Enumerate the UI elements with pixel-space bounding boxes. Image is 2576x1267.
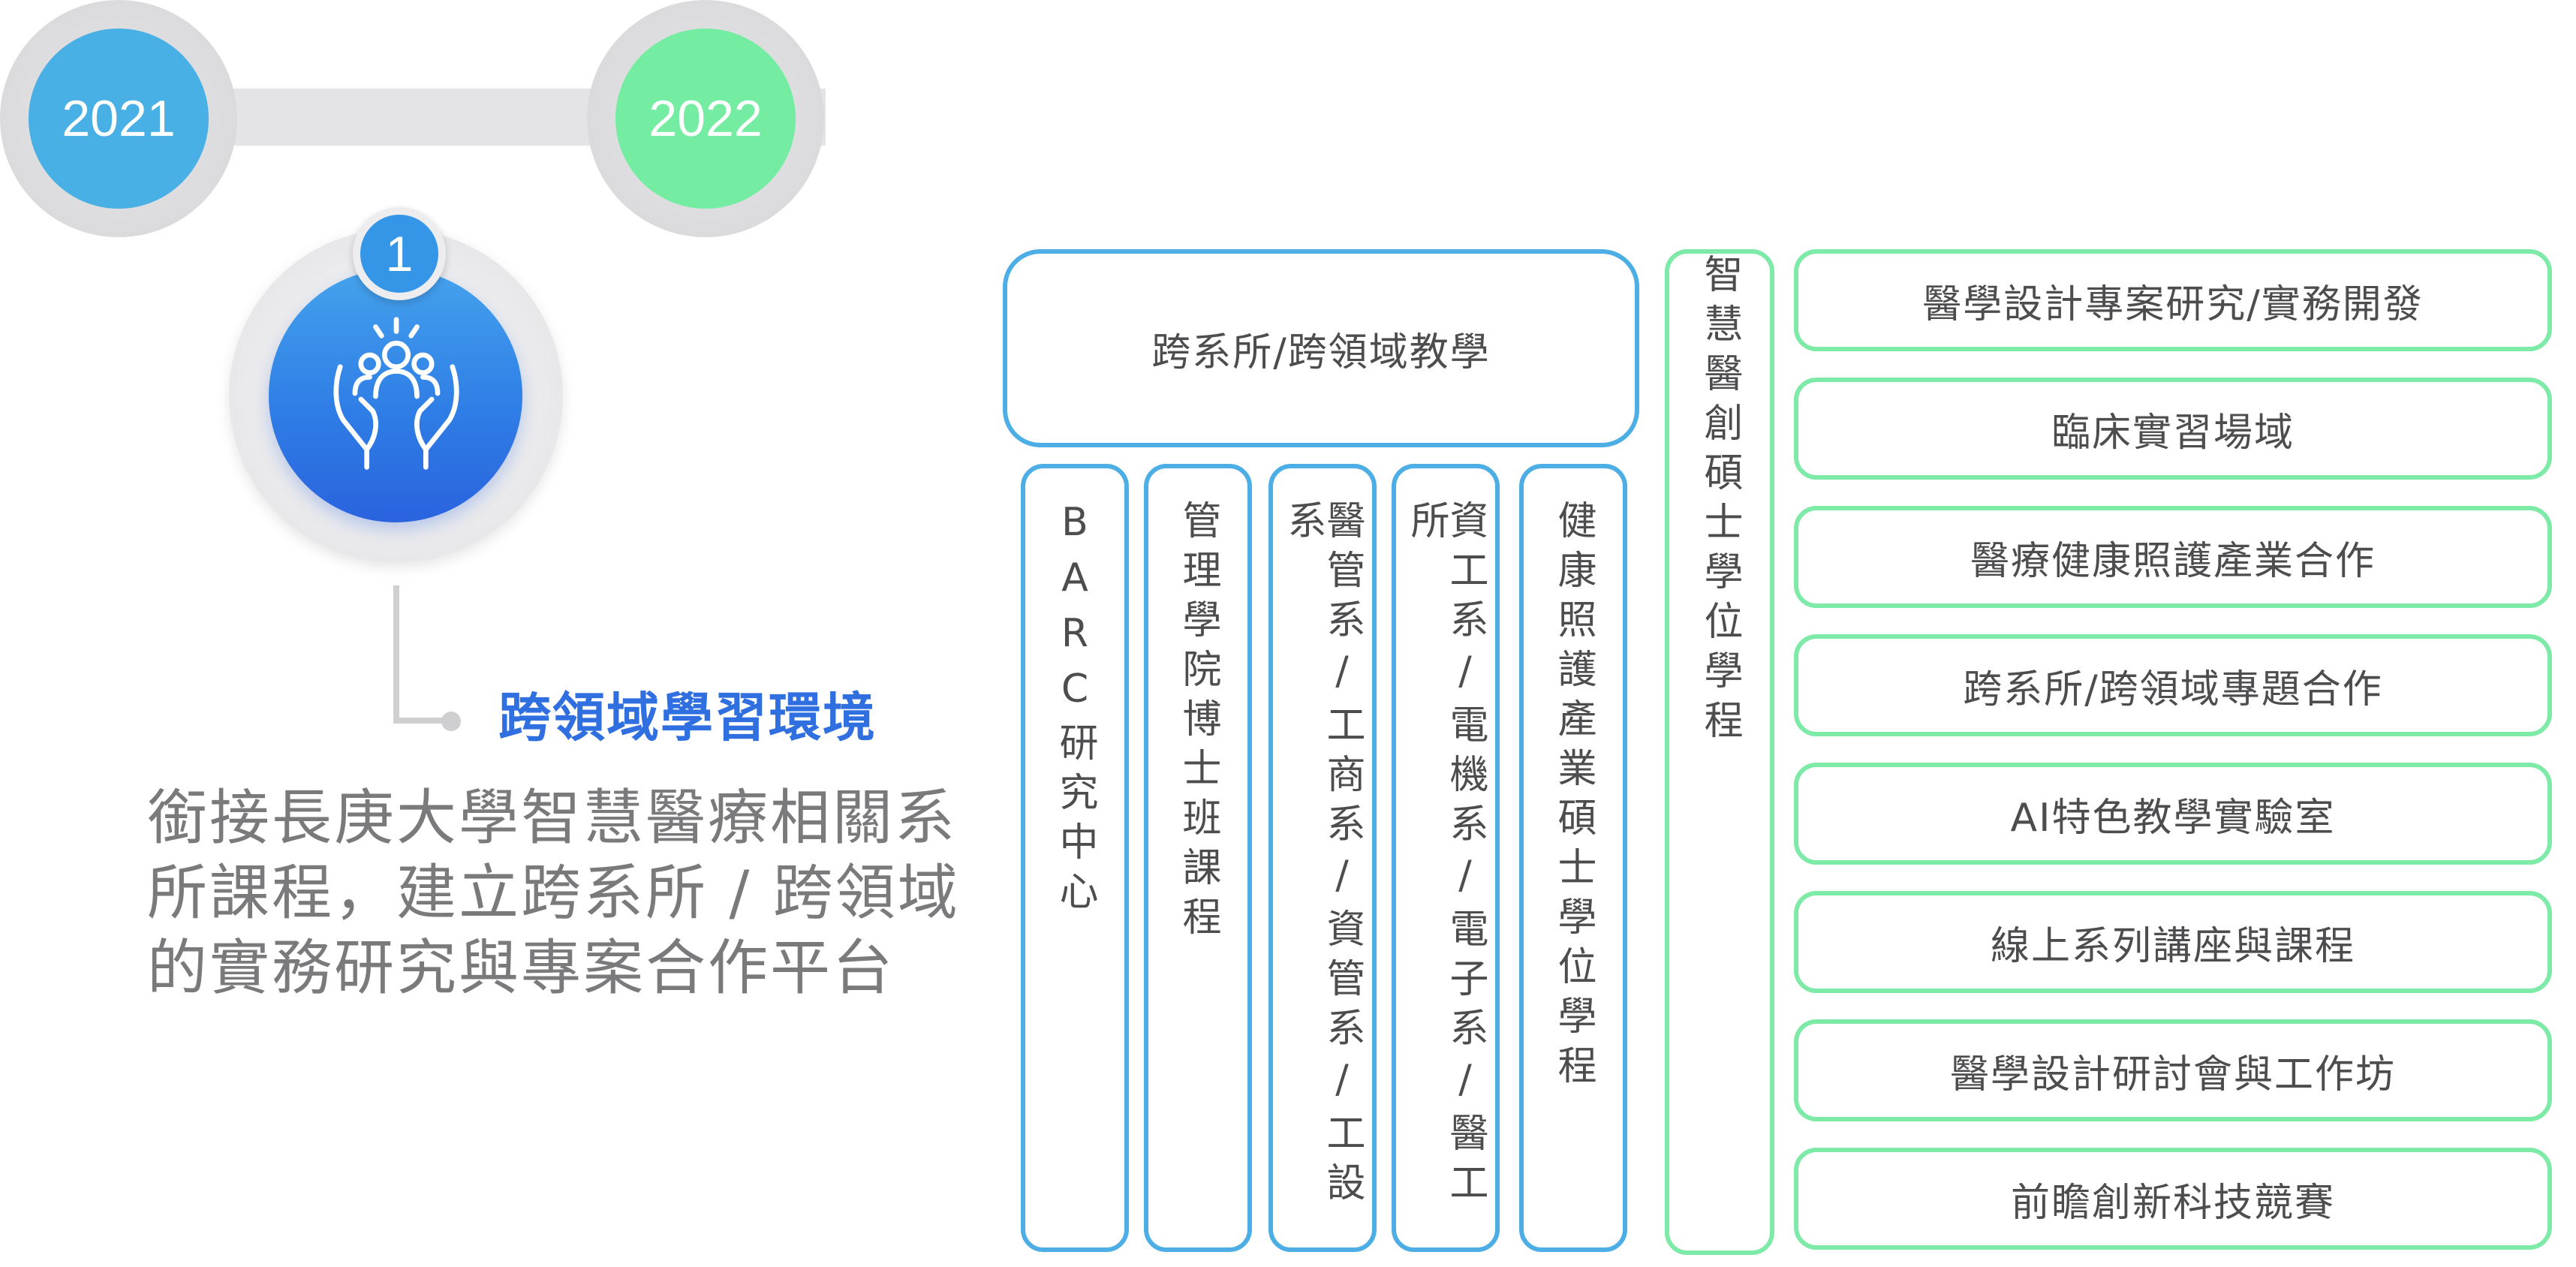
outcome-box: 跨系所/跨領域專題合作: [1794, 634, 2552, 736]
degree-program-column: 智慧醫創碩士學位學程: [1665, 249, 1774, 1255]
outcome-box: 醫療健康照護產業合作: [1794, 506, 2552, 608]
hands-holding-people-icon: [333, 317, 459, 470]
outcome-label: 跨系所/跨領域專題合作: [1963, 667, 2383, 712]
outcome-label: 醫療健康照護產業合作: [1970, 538, 2376, 584]
connector-line: [393, 718, 446, 724]
unit-column-barc: BARC研究中心: [1021, 464, 1129, 1252]
unit-column-management-depts: 醫管系/工商系/資管系/工設系: [1268, 464, 1377, 1252]
outcome-box: 醫學設計專案研究/實務開發: [1794, 249, 2552, 351]
outcome-box: 前瞻創新科技競賽: [1794, 1148, 2552, 1250]
year-badge-2021[interactable]: 2021: [29, 29, 209, 209]
step-number-badge: 1: [353, 207, 446, 300]
outcome-label: 前瞻創新科技競賽: [2010, 1180, 2335, 1226]
cross-discipline-teaching-box: 跨系所/跨領域教學: [1003, 249, 1639, 447]
outcome-label: 醫學設計專案研究/實務開發: [1922, 281, 2424, 327]
column-label: 資工系/電機系/電子系/醫工所: [1404, 500, 1488, 1211]
step-description: 銜接長庚大學智慧醫療相關系所課程，建立跨系所 / 跨領域的實務研究與專案合作平台: [147, 783, 960, 1003]
column-label: BARC研究中心: [1052, 500, 1097, 920]
outcome-box: 醫學設計研討會與工作坊: [1794, 1019, 2552, 1121]
outcome-box: AI特色教學實驗室: [1794, 763, 2552, 865]
outcome-box: 臨床實習場域: [1794, 378, 2552, 480]
year-ring-2021: 2021: [0, 0, 237, 237]
unit-column-engineering-depts: 資工系/電機系/電子系/醫工所: [1392, 464, 1500, 1252]
outcome-box: 線上系列講座與課程: [1794, 891, 2552, 993]
outcome-label: AI特色教學實驗室: [2010, 795, 2336, 841]
year-ring-2022: 2022: [587, 0, 824, 237]
step-circle: [269, 269, 522, 522]
column-label: 智慧醫創碩士學位學程: [1697, 254, 1742, 749]
box-label: 跨系所/跨領域教學: [1151, 330, 1491, 375]
column-label: 醫管系/工商系/資管系/工設系: [1280, 500, 1365, 1211]
connector-dot: [441, 712, 461, 731]
connector-line: [393, 585, 399, 724]
unit-column-healthcare-program: 健康照護產業碩士學位學程: [1519, 464, 1627, 1252]
unit-column-management-phd: 管理學院博士班課程: [1144, 464, 1252, 1252]
column-label: 健康照護產業碩士學位學程: [1551, 500, 1596, 1094]
column-label: 管理學院博士班課程: [1175, 500, 1220, 946]
outcome-label: 醫學設計研討會與工作坊: [1949, 1052, 2396, 1097]
year-badge-2022[interactable]: 2022: [615, 29, 796, 209]
step-heading: 跨領域學習環境: [498, 687, 877, 748]
outcome-label: 線上系列講座與課程: [1990, 923, 2355, 969]
outcome-label: 臨床實習場域: [2051, 410, 2295, 456]
